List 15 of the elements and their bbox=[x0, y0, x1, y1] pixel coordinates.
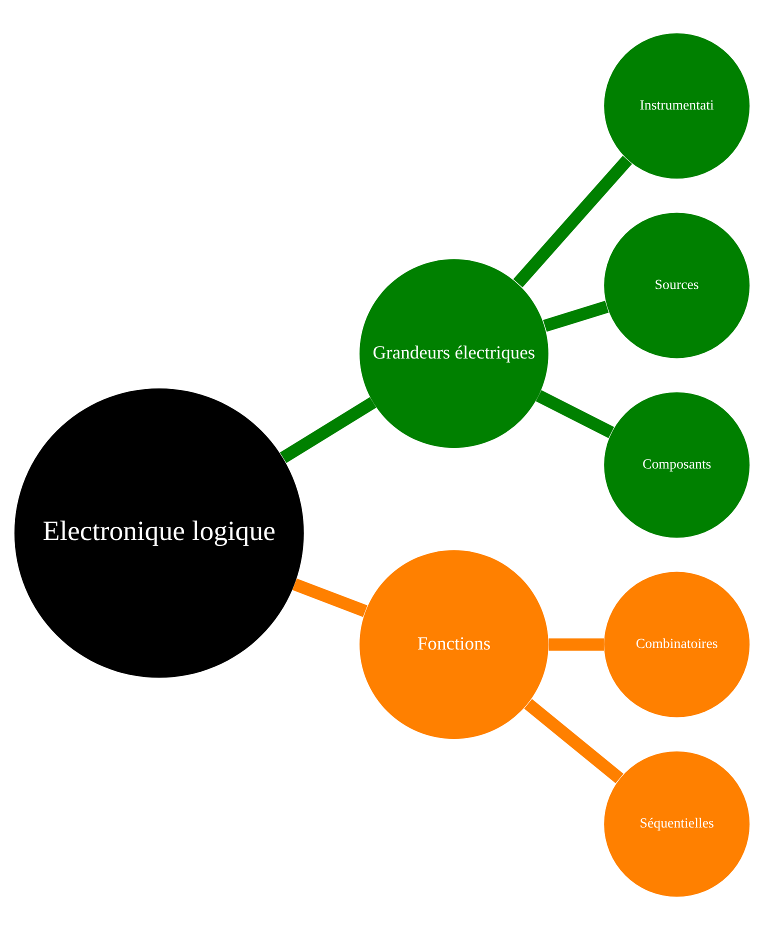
node-circle: Composants bbox=[604, 392, 750, 538]
node-circle: Sources bbox=[604, 212, 750, 358]
node-circle: Instrumentati bbox=[604, 33, 750, 179]
node-circle: Fonctions bbox=[360, 550, 548, 739]
connector bbox=[543, 300, 609, 332]
node-circle: Combinatoires bbox=[604, 572, 750, 718]
connector bbox=[524, 699, 624, 784]
node-circle: Grandeurs électriques bbox=[360, 259, 548, 448]
connector bbox=[548, 638, 604, 651]
connector bbox=[292, 578, 368, 617]
connector bbox=[536, 390, 614, 438]
connector bbox=[280, 397, 376, 463]
node-circle: Electronique logique bbox=[14, 388, 304, 678]
connector bbox=[513, 156, 632, 288]
node-circle: Séquentielles bbox=[604, 751, 750, 897]
